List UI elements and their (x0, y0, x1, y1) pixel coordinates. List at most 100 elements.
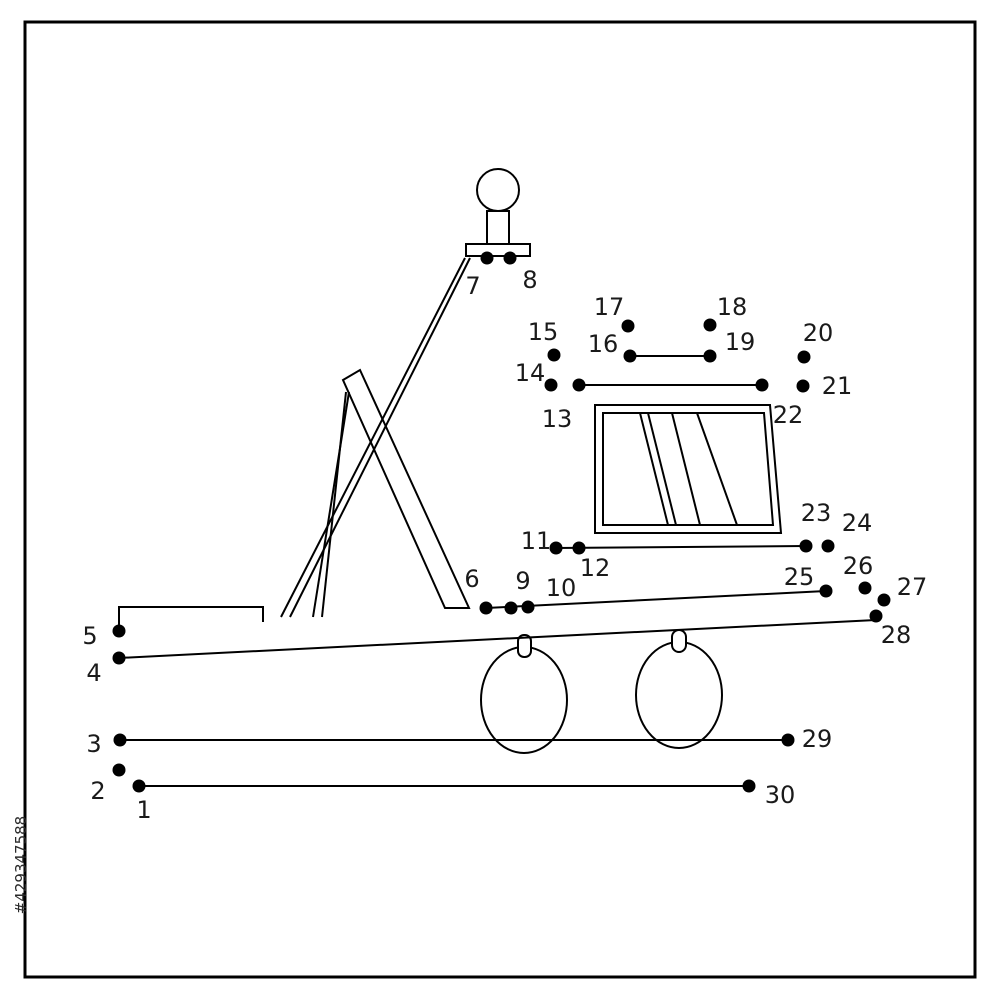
puzzle-dot-27: 27 (877, 573, 928, 607)
dot-number-label: 23 (801, 499, 832, 527)
wheel-left-hub (517, 634, 532, 658)
dot-marker (112, 624, 126, 638)
puzzle-dot-20: 20 (797, 319, 834, 364)
wheel-right-hub (671, 629, 687, 653)
dot-marker (755, 378, 769, 392)
puzzle-dot-29: 29 (781, 725, 833, 753)
puzzle-dot-22: 22 (755, 378, 804, 429)
dot-marker (572, 378, 586, 392)
puzzle-dot-17: 17 (594, 293, 635, 333)
dot-marker (544, 378, 558, 392)
dot-number-label: 7 (465, 272, 480, 300)
dot-number-label: 4 (86, 659, 101, 687)
dot-number-label: 16 (588, 330, 619, 358)
puzzle-dot-16: 16 (588, 330, 637, 363)
dot-number-label: 22 (773, 401, 804, 429)
dot-number-label: 1 (136, 796, 151, 824)
puzzle-dot-21: 21 (796, 372, 853, 400)
puzzle-dot-13: 13 (542, 378, 586, 433)
dot-marker (112, 763, 126, 777)
puzzle-dot-25: 25 (784, 563, 833, 598)
dot-number-label: 30 (765, 781, 796, 809)
dot-number-label: 25 (784, 563, 815, 591)
dot-marker (799, 539, 813, 553)
dot-number-label: 29 (802, 725, 833, 753)
puzzle-dot-1: 1 (132, 779, 152, 824)
dot-marker (547, 348, 561, 362)
outline-art (118, 168, 783, 754)
puzzle-dot-3: 3 (86, 730, 127, 758)
puzzle-dot-15: 15 (528, 318, 561, 362)
dot-marker (796, 379, 810, 393)
dot-marker (572, 541, 586, 555)
dot-marker (703, 349, 717, 363)
dot-number-label: 26 (843, 552, 874, 580)
dot-marker (821, 539, 835, 553)
puzzle-dot-5: 5 (82, 622, 126, 650)
dot-marker (479, 601, 493, 615)
dot-marker (503, 251, 517, 265)
puzzle-dot-8: 8 (503, 251, 538, 294)
dot-marker (781, 733, 795, 747)
dot-number-label: 21 (822, 372, 853, 400)
dot-number-label: 12 (580, 554, 611, 582)
cab-window-outer (594, 404, 783, 534)
puzzle-dot-26: 26 (843, 552, 874, 595)
puzzle-dot-23: 23 (799, 499, 832, 553)
puzzle-dot-12: 12 (572, 541, 611, 582)
dot-marker (113, 733, 127, 747)
dot-marker (549, 541, 563, 555)
puzzle-dot-24: 24 (821, 509, 872, 553)
watermark-id: #429347588 (12, 816, 30, 914)
dot-marker (621, 319, 635, 333)
puzzle-dot-30: 30 (742, 779, 796, 809)
dot-marker (480, 251, 494, 265)
dot-marker (112, 651, 126, 665)
dot-marker (623, 349, 637, 363)
dot-number-label: 18 (717, 293, 748, 321)
dot-marker (858, 581, 872, 595)
puzzle-dot-10: 10 (521, 574, 577, 614)
puzzle-dot-11: 11 (521, 527, 563, 555)
puzzle-dot-28: 28 (869, 609, 912, 649)
puzzle-dot-14: 14 (515, 359, 558, 392)
puzzle-dot-9: 9 (504, 567, 531, 615)
hook-ball (476, 168, 520, 212)
dot-number-label: 5 (82, 622, 97, 650)
stock-watermark: #429347588 (12, 816, 30, 914)
dot-marker (132, 779, 146, 793)
dot-number-label: 9 (515, 567, 530, 595)
dot-number-label: 28 (881, 621, 912, 649)
puzzle-dot-6: 6 (464, 565, 493, 615)
rear-bracket (118, 606, 264, 630)
cab-window-inner (602, 412, 775, 526)
puzzle-dot-4: 4 (86, 651, 126, 687)
dot-number-label: 27 (897, 573, 928, 601)
puzzle-dot-18: 18 (703, 293, 748, 332)
dot-number-label: 2 (90, 777, 105, 805)
puzzle-dot-19: 19 (703, 328, 755, 363)
dot-marker (521, 600, 535, 614)
dot-number-label: 14 (515, 359, 546, 387)
puzzle-frame (23, 20, 977, 979)
dot-marker (504, 601, 518, 615)
dot-number-label: 17 (594, 293, 625, 321)
crane-boom (341, 368, 471, 609)
dot-marker (869, 609, 883, 623)
dot-marker (742, 779, 756, 793)
dot-number-label: 15 (528, 318, 559, 346)
dot-marker (819, 584, 833, 598)
dot-number-label: 10 (546, 574, 577, 602)
dot-number-label: 3 (86, 730, 101, 758)
dot-number-label: 11 (521, 527, 552, 555)
puzzle-dot-7: 7 (465, 251, 494, 300)
dot-number-label: 20 (803, 319, 834, 347)
puzzle-dot-2: 2 (90, 763, 126, 805)
dot-marker (877, 593, 891, 607)
connector-lines (118, 355, 877, 787)
dot-marker (797, 350, 811, 364)
wheel-left (480, 646, 568, 754)
dot-number-label: 13 (542, 405, 573, 433)
